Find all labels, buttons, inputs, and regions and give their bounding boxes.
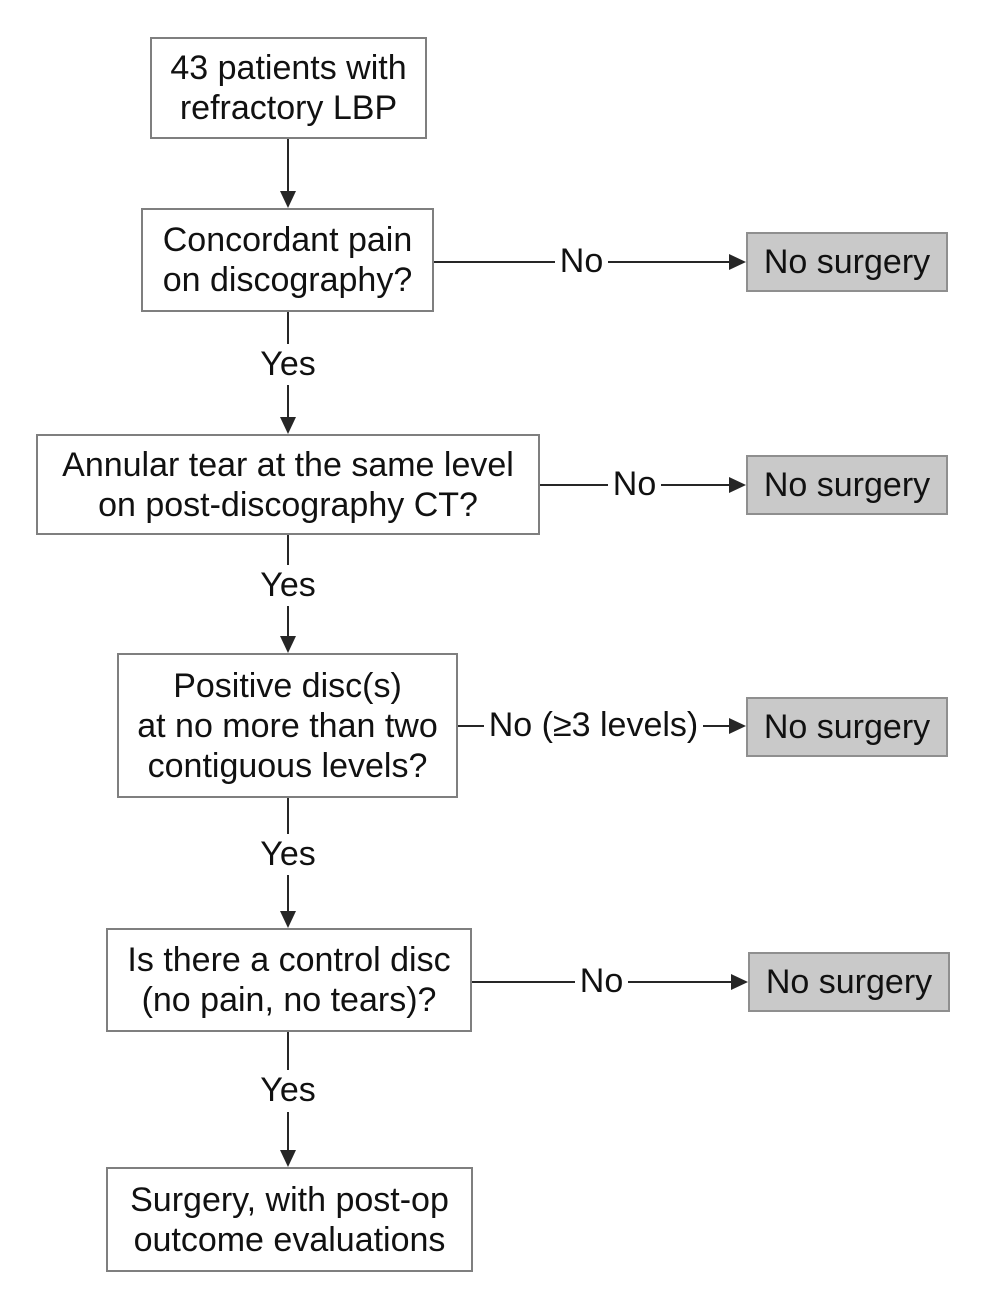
node-no-surgery-1: No surgery xyxy=(746,232,948,292)
node-start-line2: refractory LBP xyxy=(179,89,398,127)
arrow-right-icon xyxy=(729,477,746,493)
connector-q4-yes-to-surgery: Yes xyxy=(248,1032,328,1167)
connector-line xyxy=(472,981,575,983)
node-surgery-line2: outcome evaluations xyxy=(133,1220,446,1259)
connector-start-to-q1 xyxy=(248,139,328,208)
node-q1-line1: Concordant pain xyxy=(162,221,413,259)
connector-q2-yes-to-q3: Yes xyxy=(248,535,328,653)
connector-q2-no-to-no-surgery: No xyxy=(540,461,746,509)
connector-line xyxy=(287,875,289,911)
no-surgery-4-label: No surgery xyxy=(765,962,933,1001)
edge-label-yes-3: Yes xyxy=(260,834,316,873)
node-q1-line2: on discography? xyxy=(162,261,413,299)
node-question-annular-tear: Annular tear at the same level on post-d… xyxy=(36,434,540,535)
node-q3-line1: Positive disc(s) xyxy=(173,666,402,705)
connector-line xyxy=(628,981,731,983)
node-q2-line1: Annular tear at the same level xyxy=(62,445,514,484)
arrow-down-icon xyxy=(280,191,296,208)
arrow-right-icon xyxy=(729,254,746,270)
edge-label-no-2: No xyxy=(612,465,657,504)
node-surgery-outcome: Surgery, with post-op outcome evaluation… xyxy=(106,1167,473,1272)
connector-line xyxy=(287,139,289,191)
no-surgery-1-label: No surgery xyxy=(763,242,931,281)
no-surgery-2-label: No surgery xyxy=(763,465,931,504)
node-no-surgery-2: No surgery xyxy=(746,455,948,515)
arrow-down-icon xyxy=(280,417,296,434)
connector-line xyxy=(434,261,555,263)
arrow-right-icon xyxy=(731,974,748,990)
node-no-surgery-4: No surgery xyxy=(748,952,950,1012)
connector-line xyxy=(608,261,729,263)
edge-label-yes-2: Yes xyxy=(260,565,316,604)
node-start-line1: 43 patients with xyxy=(170,49,407,87)
connector-line xyxy=(287,606,289,636)
connector-line xyxy=(661,484,729,486)
node-q3-line3: contiguous levels? xyxy=(147,746,428,785)
node-no-surgery-3: No surgery xyxy=(746,697,948,757)
arrow-right-icon xyxy=(729,718,746,734)
node-surgery-line1: Surgery, with post-op xyxy=(130,1180,449,1219)
connector-line xyxy=(287,312,289,344)
arrow-down-icon xyxy=(280,911,296,928)
connector-line xyxy=(287,535,289,565)
edge-label-no-1: No xyxy=(559,242,604,281)
connector-line xyxy=(287,1032,289,1071)
node-q4-line1: Is there a control disc xyxy=(127,941,451,979)
node-q4-line2: (no pain, no tears)? xyxy=(141,981,437,1019)
edge-label-yes-1: Yes xyxy=(260,344,316,383)
node-question-positive-discs: Positive disc(s) at no more than two con… xyxy=(117,653,458,798)
no-surgery-3-label: No surgery xyxy=(763,707,931,746)
connector-line xyxy=(287,798,289,834)
connector-line xyxy=(287,1111,289,1150)
node-q2-line2: on post-discography CT? xyxy=(98,485,478,524)
connector-line xyxy=(703,725,729,727)
connector-q1-yes-to-q2: Yes xyxy=(248,312,328,434)
connector-q3-yes-to-q4: Yes xyxy=(248,798,328,928)
edge-label-no-3-levels: No (≥3 levels) xyxy=(488,706,699,745)
connector-q3-no-to-no-surgery: No (≥3 levels) xyxy=(458,702,746,750)
connector-q1-no-to-no-surgery: No xyxy=(434,238,746,286)
arrow-down-icon xyxy=(280,1150,296,1167)
node-start-patients: 43 patients with refractory LBP xyxy=(150,37,427,139)
edge-label-no-4: No xyxy=(579,962,624,1001)
connector-line xyxy=(458,725,484,727)
edge-label-yes-4: Yes xyxy=(260,1071,316,1110)
arrow-down-icon xyxy=(280,636,296,653)
node-question-control-disc: Is there a control disc (no pain, no tea… xyxy=(106,928,472,1032)
node-question-concordant-pain: Concordant pain on discography? xyxy=(141,208,434,312)
node-q3-line2: at no more than two xyxy=(137,706,438,745)
connector-line xyxy=(287,385,289,417)
connector-q4-no-to-no-surgery: No xyxy=(472,958,748,1006)
connector-line xyxy=(540,484,608,486)
